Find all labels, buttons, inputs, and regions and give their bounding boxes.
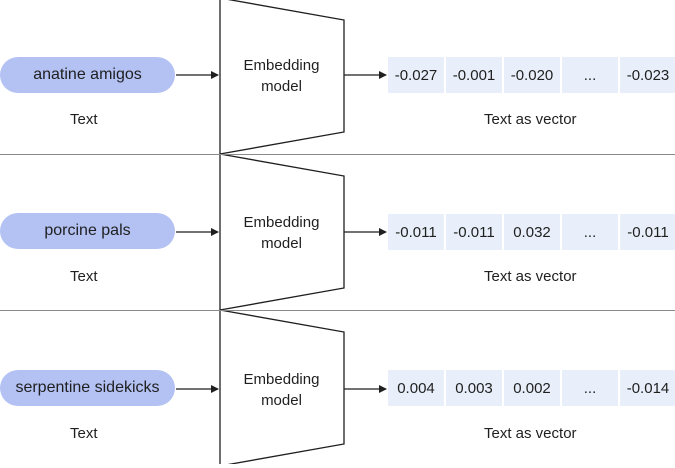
input-text-pill: anatine amigos bbox=[0, 57, 175, 93]
model-label-line2: model bbox=[261, 78, 302, 95]
vector-ellipsis: ... bbox=[562, 370, 618, 406]
model-label-line1: Embedding bbox=[243, 57, 320, 74]
vector-value: 0.004 bbox=[388, 370, 444, 406]
vector-value: 0.032 bbox=[504, 214, 560, 250]
row-porcine-pals: porcine pals Text Embedding model -0.011… bbox=[0, 156, 675, 312]
model-label-line2: model bbox=[261, 235, 302, 252]
model-label-line1: Embedding bbox=[243, 214, 320, 231]
vector-value: -0.027 bbox=[388, 57, 444, 93]
embedding-model-shape bbox=[219, 153, 345, 311]
vector-value: 0.003 bbox=[446, 370, 502, 406]
row-serpentine-sidekicks: serpentine sidekicks Text Embedding mode… bbox=[0, 312, 675, 468]
input-caption: Text bbox=[70, 268, 98, 285]
input-text-pill: serpentine sidekicks bbox=[0, 370, 175, 406]
embedding-model-shape bbox=[219, 309, 345, 464]
vector-value: -0.023 bbox=[620, 57, 675, 93]
vector-value: -0.001 bbox=[446, 57, 502, 93]
input-text-pill: porcine pals bbox=[0, 213, 175, 249]
input-caption: Text bbox=[70, 425, 98, 442]
vector-cells: -0.011 -0.011 0.032 ... -0.011 bbox=[388, 214, 675, 250]
model-label-line1: Embedding bbox=[243, 371, 320, 388]
vector-ellipsis: ... bbox=[562, 214, 618, 250]
vector-value: 0.002 bbox=[504, 370, 560, 406]
vector-value: -0.011 bbox=[388, 214, 444, 250]
divider-2 bbox=[0, 310, 675, 311]
vector-ellipsis: ... bbox=[562, 57, 618, 93]
vector-caption: Text as vector bbox=[484, 425, 577, 442]
vector-caption: Text as vector bbox=[484, 111, 577, 128]
input-caption: Text bbox=[70, 111, 98, 128]
embedding-model-shape bbox=[219, 0, 345, 155]
embedding-model-label: Embedding model bbox=[225, 212, 338, 254]
vector-value: -0.011 bbox=[620, 214, 675, 250]
embedding-model-label: Embedding model bbox=[225, 369, 338, 411]
divider-1 bbox=[0, 154, 675, 155]
vector-value: -0.020 bbox=[504, 57, 560, 93]
model-label-line2: model bbox=[261, 392, 302, 409]
vector-value: -0.011 bbox=[446, 214, 502, 250]
embedding-model-label: Embedding model bbox=[225, 55, 338, 97]
vector-cells: -0.027 -0.001 -0.020 ... -0.023 bbox=[388, 57, 675, 93]
vector-value: -0.014 bbox=[620, 370, 675, 406]
row-anatine-amigos: anatine amigos Text Embedding model -0.0… bbox=[0, 0, 675, 156]
vector-caption: Text as vector bbox=[484, 268, 577, 285]
vector-cells: 0.004 0.003 0.002 ... -0.014 bbox=[388, 370, 675, 406]
